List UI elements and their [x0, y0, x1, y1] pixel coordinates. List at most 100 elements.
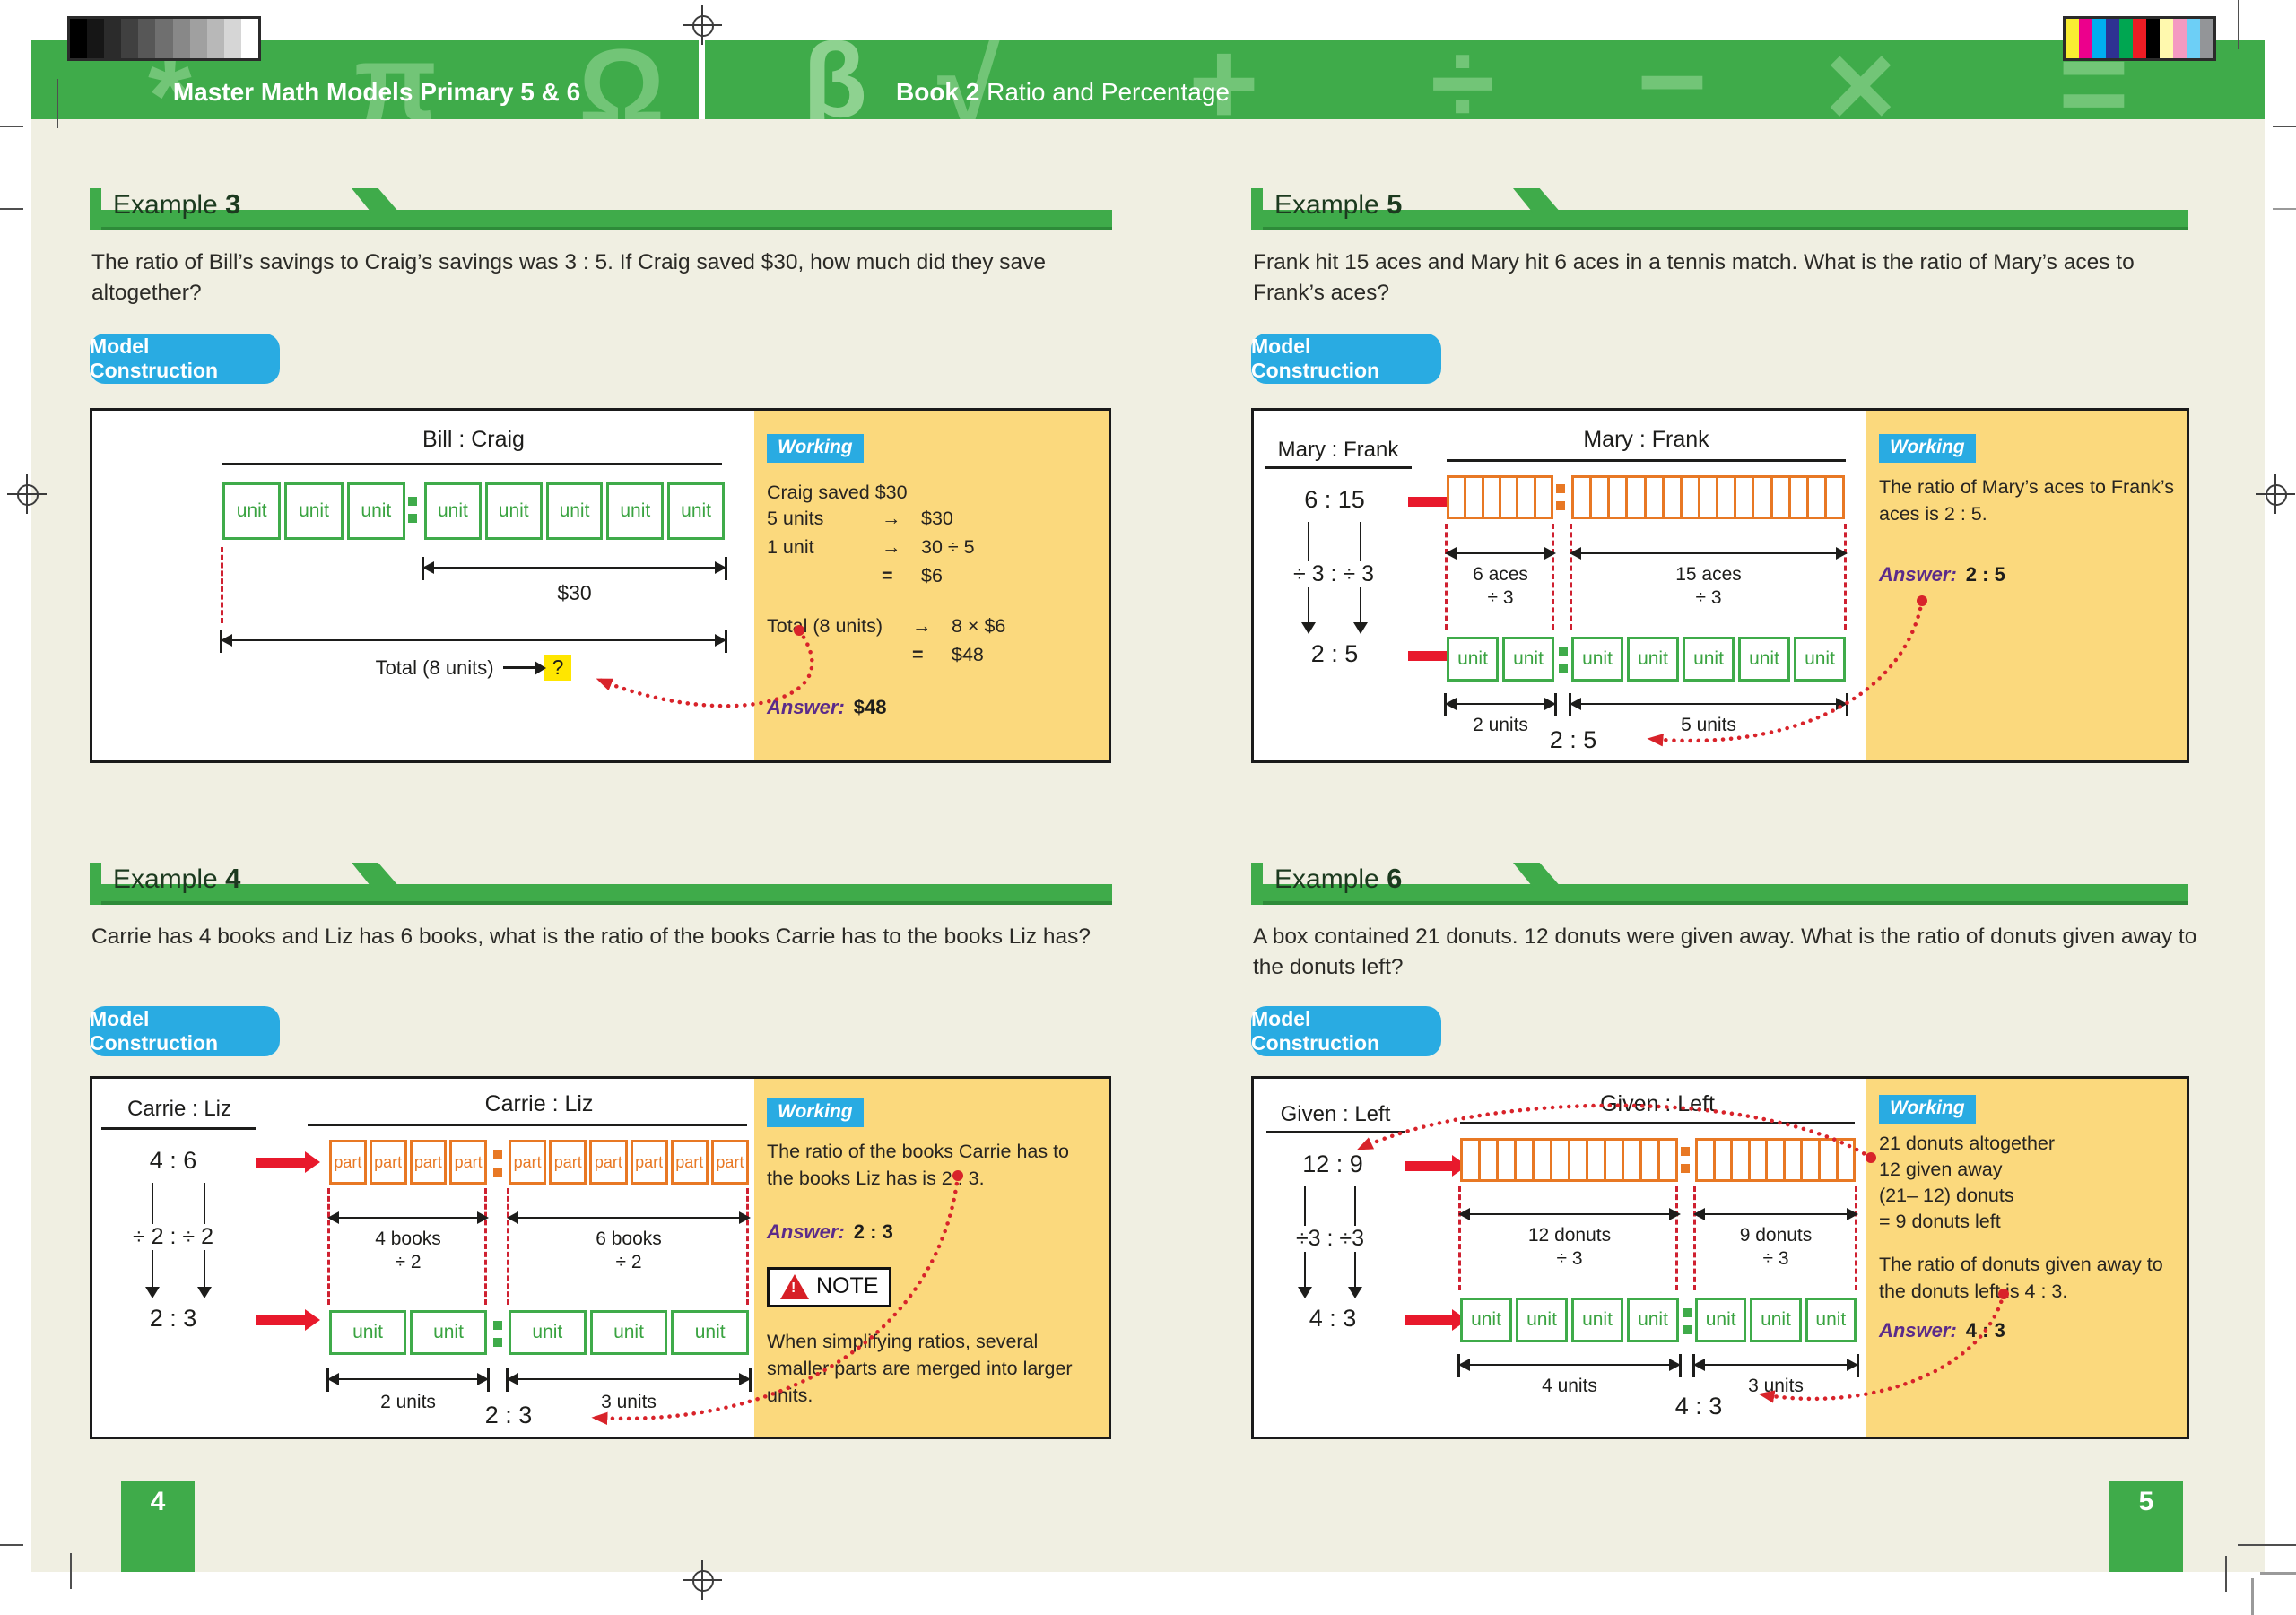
example-6-banner: Example 6: [1251, 863, 2188, 905]
strip-cell: [1716, 478, 1734, 517]
carrie-units-group: unit unit: [329, 1310, 487, 1355]
warning-icon: !: [780, 1273, 809, 1299]
unit-box: unit: [1695, 1298, 1747, 1342]
title-underline: [1460, 1122, 1855, 1124]
unit-box: unit: [1447, 637, 1499, 682]
red-dashed-guide: [1844, 524, 1847, 630]
sqrt-watermark-icon: √: [937, 40, 1002, 119]
part-box: part: [549, 1140, 587, 1185]
answer-line: Answer:4 : 3: [1879, 1319, 2005, 1341]
working-badge: Working: [767, 1098, 864, 1127]
arrow-down-icon: [1348, 1287, 1362, 1306]
strip-cell: [1516, 478, 1533, 517]
strip-cell: [1449, 478, 1464, 517]
strip-cell: [1586, 1141, 1604, 1179]
model-construction-button: Model Construction: [1251, 1006, 1441, 1056]
frank-strips-group: [1571, 475, 1845, 519]
strip-cell: [1514, 1141, 1532, 1179]
registration-mark-left: [7, 474, 47, 514]
pi-watermark-icon: π: [354, 40, 437, 119]
dimension-arrow: [1445, 547, 1556, 560]
ratio-colon: [493, 1150, 502, 1177]
banner-strip: [1251, 188, 1263, 230]
arrow-right-icon: [502, 660, 546, 675]
strip-cell: [1481, 478, 1499, 517]
units-label: 4 units: [1542, 1376, 1597, 1396]
unit-box: unit: [1627, 637, 1679, 682]
page-gutter: [699, 40, 705, 119]
arrow-down-icon: [1353, 622, 1368, 641]
red-dashed-guide: [484, 1188, 487, 1305]
units-dimension-arrow: [506, 1368, 752, 1392]
unit-box: unit: [1460, 1298, 1512, 1342]
dimension-label: 12 donuts÷ 3: [1527, 1225, 1612, 1269]
grayscale-calibration-bar: [67, 16, 261, 61]
note-box: ! NOTE: [767, 1267, 892, 1307]
plus-watermark-icon: +: [1188, 40, 1259, 119]
working-row: 5 units→$30: [767, 508, 953, 529]
dimension-label: 6 aces÷ 3: [1473, 564, 1528, 608]
ratio-colon: [408, 497, 417, 523]
red-dashed-guide: [327, 1188, 330, 1305]
unit-box: unit: [1571, 1298, 1623, 1342]
strip-cell: [1712, 1141, 1731, 1179]
unit-box: unit: [1738, 637, 1790, 682]
strip-cell: [1697, 478, 1716, 517]
ratio-colon: [1681, 1147, 1690, 1173]
model-title: Given : Left: [1600, 1091, 1715, 1116]
ratio-column-title: Given : Left: [1280, 1102, 1391, 1126]
example-3-banner: Example 3: [90, 188, 1112, 230]
dimension-arrow: [1570, 547, 1848, 560]
red-dashed-guide: [1570, 524, 1572, 630]
part-box: part: [329, 1140, 367, 1185]
working-row: Total (8 units)→8 × $6: [767, 615, 1006, 637]
dimension-label: 6 books÷ 2: [596, 1229, 662, 1272]
ratio-title-underline: [1266, 1131, 1405, 1133]
banner-bar: [90, 884, 1112, 905]
red-dashed-guide: [1693, 1186, 1696, 1290]
ratio-top: 6 : 15: [1304, 486, 1365, 513]
strip-cell: [1574, 478, 1589, 517]
model-construction-button: Model Construction: [90, 334, 280, 384]
strip-cell: [1817, 1141, 1836, 1179]
unit-box: unit: [1627, 1298, 1679, 1342]
part-box: part: [509, 1140, 547, 1185]
unit-box: unit: [667, 482, 725, 540]
units-dimension-arrow: [1692, 1354, 1859, 1377]
mary-strips-group: [1447, 475, 1553, 519]
strip-cell: [1589, 478, 1607, 517]
ratio-column-title: Carrie : Liz: [126, 1097, 232, 1121]
unit-box: unit: [329, 1310, 406, 1355]
strip-cell: [1464, 478, 1481, 517]
units-label: 2 units: [1473, 715, 1528, 735]
arrow-down-icon: [1301, 622, 1316, 641]
minus-watermark-icon: −: [1637, 40, 1708, 119]
unit-box: unit: [1750, 1298, 1802, 1342]
red-arrow-icon: [1405, 1309, 1467, 1331]
unit-box: unit: [1794, 637, 1846, 682]
ratio-title-underline: [101, 1127, 256, 1130]
working-badge: Working: [767, 434, 864, 463]
given-strips-group: [1460, 1138, 1678, 1182]
strip-cell: [1800, 1141, 1818, 1179]
working-paragraph: The ratio of donuts given away to the do…: [1879, 1254, 2163, 1302]
strip-cell: [1532, 1141, 1550, 1179]
part-box: part: [449, 1140, 487, 1185]
right-page-number-tab: 5: [2109, 1481, 2183, 1572]
example-5-question: Frank hit 15 aces and Mary hit 6 aces in…: [1253, 250, 2135, 305]
example-4-title: Example 4: [113, 863, 241, 894]
total-dimension-arrow: [220, 630, 727, 653]
model-title: Carrie : Liz: [484, 1091, 594, 1116]
strip-cell: [1661, 478, 1680, 517]
ratio-column-title: Mary : Frank: [1277, 438, 1399, 462]
example-5-banner: Example 5: [1251, 188, 2188, 230]
part-box: part: [369, 1140, 407, 1185]
strip-cell: [1787, 478, 1806, 517]
strip-cell: [1568, 1141, 1586, 1179]
banner-strip: [90, 188, 101, 230]
